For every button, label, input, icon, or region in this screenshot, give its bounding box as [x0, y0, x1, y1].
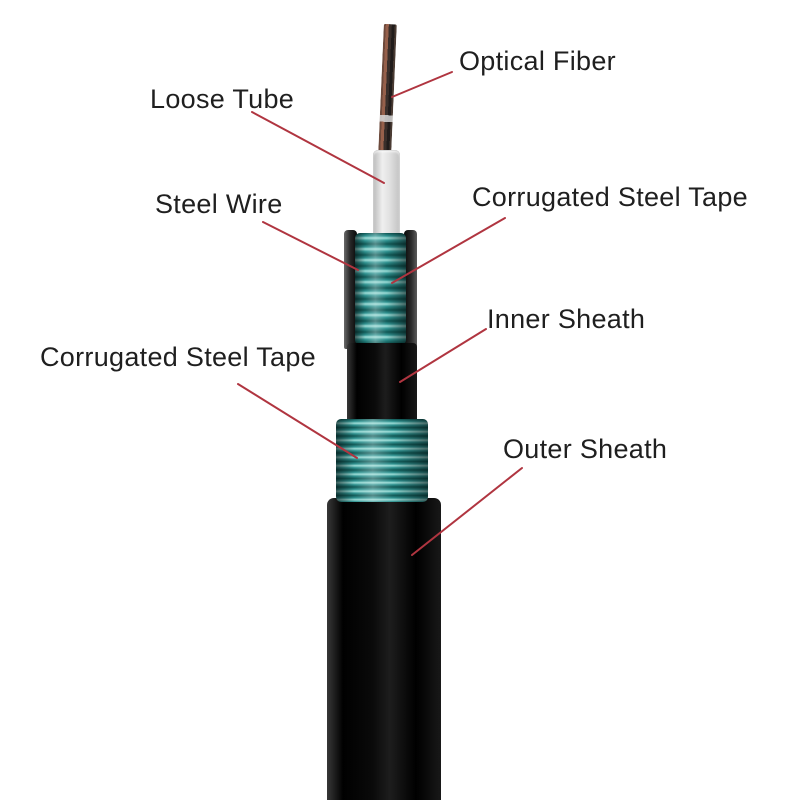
leader-optical-fiber — [391, 71, 453, 98]
outer-sheath-cylinder — [327, 498, 441, 800]
label-inner-sheath: Inner Sheath — [487, 304, 646, 334]
label-outer-sheath: Outer Sheath — [503, 434, 668, 464]
label-optical-fiber: Optical Fiber — [459, 46, 616, 76]
label-corrugated-steel-tape-lower: Corrugated Steel Tape — [40, 342, 316, 372]
label-loose-tube: Loose Tube — [150, 84, 295, 114]
corrugated-steel-tape-upper-coil — [355, 233, 406, 345]
inner-sheath-cylinder — [347, 343, 417, 423]
label-corrugated-steel-tape-upper: Corrugated Steel Tape — [472, 182, 748, 212]
loose-tube-cylinder — [373, 150, 400, 242]
corrugated-steel-tape-lower-coil — [336, 419, 428, 502]
leader-loose-tube — [251, 111, 385, 184]
optical-fiber-strand — [378, 23, 397, 159]
label-steel-wire: Steel Wire — [155, 189, 283, 219]
